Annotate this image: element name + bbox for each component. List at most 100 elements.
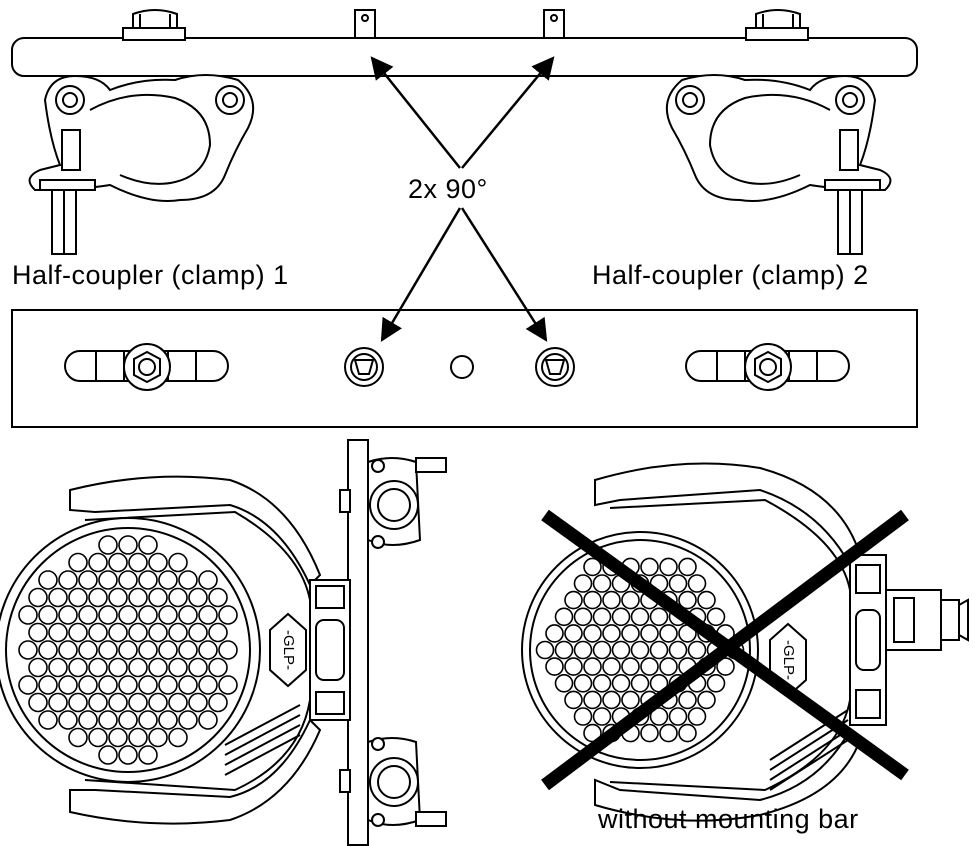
led — [68, 657, 88, 678]
led — [98, 535, 118, 555]
led — [48, 692, 68, 713]
led — [138, 710, 158, 730]
led — [58, 570, 78, 590]
led — [48, 622, 68, 643]
led — [118, 605, 138, 625]
led — [158, 640, 178, 660]
angle-label: 2x 90° — [408, 174, 488, 204]
led — [88, 552, 108, 573]
led — [659, 657, 678, 676]
led — [88, 622, 108, 643]
clamp-1-label: Half-coupler (clamp) 1 — [12, 260, 289, 290]
vent-slots-left — [224, 704, 301, 776]
led — [128, 727, 148, 748]
led — [668, 640, 688, 660]
led — [128, 552, 148, 573]
led — [564, 657, 583, 676]
led — [38, 640, 58, 660]
arrow-to-left-pin — [370, 56, 461, 169]
led — [621, 657, 640, 676]
led — [678, 690, 697, 710]
half-coupler-2-side — [665, 74, 892, 255]
led — [138, 745, 158, 765]
led — [583, 690, 602, 710]
led — [573, 607, 593, 627]
led — [630, 673, 650, 693]
led — [621, 590, 640, 610]
led — [68, 727, 88, 748]
led — [158, 675, 178, 695]
led — [554, 607, 574, 627]
mounting-bar-top-view — [11, 309, 918, 428]
led — [208, 622, 228, 643]
led — [621, 624, 640, 643]
not-allowed-cross — [541, 509, 909, 791]
led — [659, 624, 678, 643]
half-coupler-1-side — [28, 74, 255, 255]
led — [98, 570, 118, 590]
led — [38, 570, 58, 590]
led — [573, 707, 593, 726]
led — [158, 570, 178, 590]
led — [148, 727, 168, 748]
led — [108, 622, 128, 643]
led — [602, 657, 621, 676]
mounting-bar — [11, 37, 918, 77]
led — [218, 675, 238, 695]
led — [706, 673, 726, 693]
led — [630, 640, 650, 660]
led — [535, 640, 555, 660]
led — [148, 657, 168, 678]
led — [78, 570, 98, 590]
led — [168, 622, 188, 643]
led — [98, 675, 118, 695]
led — [697, 690, 716, 710]
led — [640, 557, 659, 577]
led — [148, 552, 168, 573]
led — [108, 657, 128, 678]
led — [18, 675, 38, 695]
led — [58, 710, 78, 730]
led — [158, 605, 178, 625]
svg-text:-GLP-: -GLP- — [780, 640, 797, 680]
led — [611, 673, 631, 693]
led — [58, 605, 78, 625]
led — [38, 675, 58, 695]
led — [706, 607, 726, 627]
led — [168, 587, 188, 608]
led — [168, 727, 188, 748]
led — [554, 640, 574, 660]
led — [208, 692, 228, 713]
arrow-to-left-hole — [380, 207, 462, 342]
without-mounting-bar-label: without mounting bar — [598, 804, 859, 834]
led — [678, 557, 697, 577]
led — [611, 640, 631, 660]
led — [38, 605, 58, 625]
led — [218, 640, 238, 660]
led — [28, 587, 48, 608]
led — [18, 640, 38, 660]
rotation-arrows — [370, 56, 555, 342]
led — [649, 707, 669, 726]
led — [28, 657, 48, 678]
led — [188, 692, 208, 713]
mounting-bar-side-view — [11, 9, 918, 77]
led — [118, 745, 138, 765]
led — [168, 657, 188, 678]
fixture-marking-left: -GLP- — [280, 630, 297, 670]
led — [188, 587, 208, 608]
led — [168, 692, 188, 713]
led — [138, 605, 158, 625]
fixture-marking-right: -GLP- — [780, 640, 797, 680]
led — [128, 692, 148, 713]
led — [564, 624, 583, 643]
led — [128, 587, 148, 608]
led — [188, 622, 208, 643]
led — [148, 587, 168, 608]
led — [88, 692, 108, 713]
led — [668, 574, 688, 593]
led — [148, 622, 168, 643]
led — [716, 657, 735, 676]
led — [198, 710, 218, 730]
led — [640, 723, 659, 743]
